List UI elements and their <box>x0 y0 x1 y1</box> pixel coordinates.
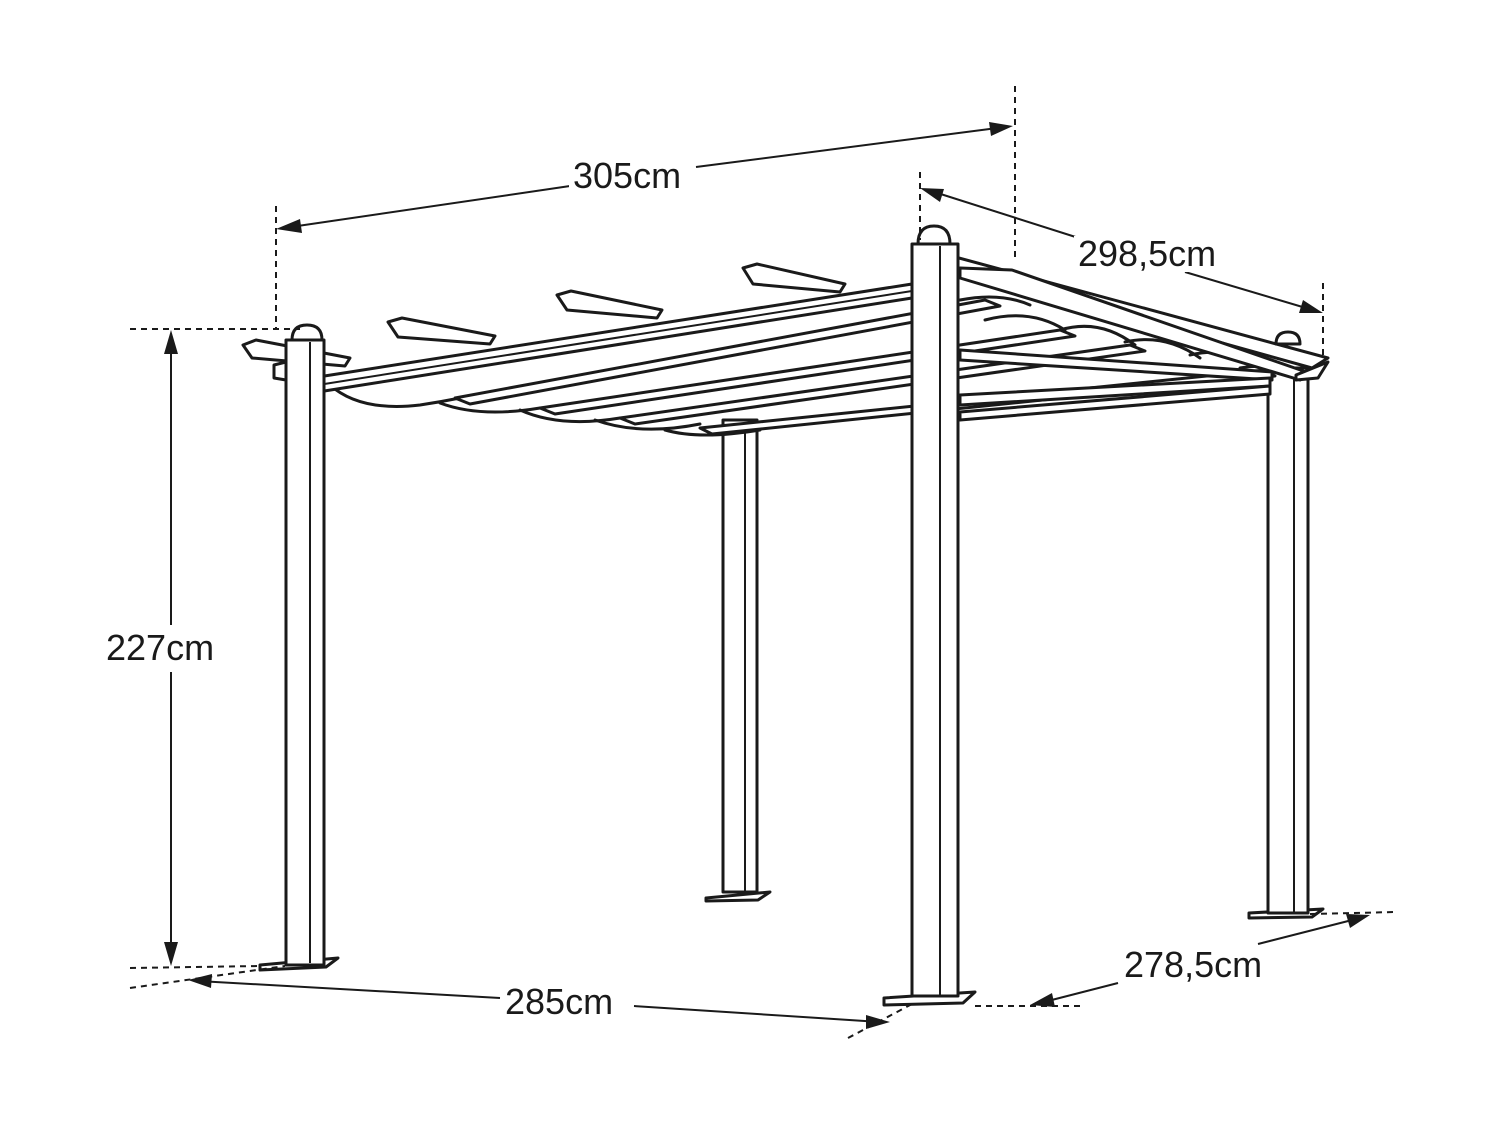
roof-rafters <box>241 262 847 368</box>
label-base-length: 285cm <box>501 984 618 1020</box>
label-base-depth: 278,5cm <box>1120 947 1267 983</box>
back-left-post <box>704 418 772 903</box>
label-height: 227cm <box>102 630 219 666</box>
dimension-base-length <box>129 965 913 1039</box>
label-top-depth: 298,5cm <box>1074 236 1221 272</box>
front-left-post <box>258 323 340 972</box>
label-top-length: 305cm <box>569 158 686 194</box>
dimension-base-depth <box>975 911 1396 1007</box>
back-right-cap <box>1274 330 1330 382</box>
front-right-post <box>882 224 977 1007</box>
dimension-top-length <box>275 86 1016 328</box>
back-right-post <box>1247 366 1325 920</box>
dimension-height <box>129 328 300 969</box>
dimension-top-depth <box>919 172 1324 358</box>
